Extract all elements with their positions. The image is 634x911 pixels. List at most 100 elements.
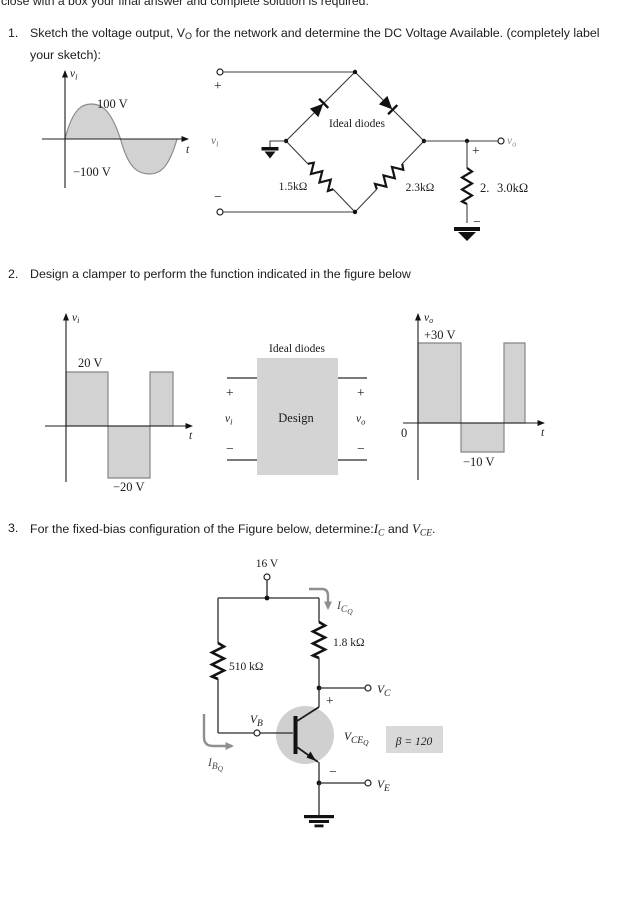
input-plus-sign: + [214,78,222,93]
input-vi-label: vi [211,135,219,149]
q3-vce-sub: CE [419,528,433,539]
node-bottom [352,209,358,215]
axis-label-vo: vo [424,312,433,325]
high-label: 20 V [78,356,102,370]
question-1-text: Sketch the voltage output, VO for the ne… [30,24,600,65]
design-block [257,358,338,475]
icq-label: ICQ [336,600,353,616]
transistor-body [276,706,334,764]
vb-label: VB [250,714,263,729]
vceq-label: VCEQ [344,731,369,747]
question-2: 2. Design a clamper to perform the funct… [8,265,411,284]
resistor-2p3k-icon [373,163,405,190]
input-waveform-shape [65,371,174,479]
diode-left-icon [309,97,330,118]
input-terminal-top [216,68,224,76]
question-1-number: 1. [8,26,19,40]
low-label: −20 V [113,480,144,494]
in-v-label: vi [225,413,233,427]
zero-label: 0 [401,426,407,440]
load-value-label: 3.0kΩ [497,181,528,195]
q3-ic-sub: C [378,528,385,539]
axis-label-t: t [186,144,190,156]
ve-label: VE [377,779,390,794]
rb-label: 510 kΩ [229,661,263,673]
clamper-input-graph: vi t 20 V −20 V [45,312,193,494]
output-vo-label: vo [507,135,516,149]
question-3: 3. For the fixed-bias configuration of t… [8,519,435,544]
r-left-label: 1.5kΩ [279,181,308,193]
design-label: Design [278,411,314,425]
bridge-edge-br-b [354,188,378,213]
q1-text-pre: Sketch the voltage output, V [30,26,185,40]
output-terminal [497,137,505,145]
cutoff-header-text: close with a box your final answer and c… [1,0,369,8]
supply-terminal [263,573,271,581]
out-minus-sign: − [357,441,365,456]
vce-plus-sign: + [326,693,334,708]
beta-label: β = 120 [395,736,433,748]
supply-label: 16 V [256,558,279,570]
emitter-arrow-icon [306,751,316,761]
output-minus-sign: − [473,214,481,229]
axis-label-vi: vi [70,68,78,82]
load-number-label: 2. [480,181,489,195]
out-v-label: vo [356,413,365,427]
ground-icon [304,815,334,828]
resistor-1p5k-icon [307,161,334,193]
q3-ic: I [373,521,379,536]
figure-3: 16 V ICQ 1.8 kΩ 510 kΩ [202,558,443,828]
icq-arrow-icon [309,587,332,610]
ve-terminal [364,779,372,787]
vce-minus-sign: − [329,764,337,779]
q1-vo-subscript: O [185,31,193,41]
ibq-arrow-icon [202,714,234,750]
node-top [352,69,358,75]
q3-vce: V [411,521,420,536]
supply-node [264,595,270,601]
diode-right-icon [378,95,399,116]
axis-label-vi: vi [72,312,79,325]
ground-left-icon [261,140,286,159]
input-minus-sign: − [214,189,222,204]
resistor-load-icon [459,167,475,205]
high-label: +30 V [424,328,455,342]
low-label: −10 V [463,455,494,469]
design-box: Ideal diodes Design + vi − + vo − [225,343,367,475]
output-waveform-shape [417,342,526,453]
question-1-line1: Sketch the voltage output, VO for the ne… [30,24,600,46]
output-plus-sign: + [472,143,480,158]
ideal-diodes-label: Ideal diodes [329,118,385,130]
rc-label: 1.8 kΩ [333,637,365,649]
question-3-number: 3. [8,521,19,535]
vb-terminal [253,729,261,737]
question-2-text: Design a clamper to perform the function… [30,267,411,281]
bridge-edge-bl-a [285,140,309,165]
ground-load-icon [454,227,480,241]
collector-lead [295,706,320,723]
question-3-text: For the fixed-bias configuration of the … [30,519,435,544]
in-minus-sign: − [226,441,234,456]
question-1-line2: your sketch): [30,48,101,62]
q3-text-end: . [432,522,436,536]
resistor-rb-icon [208,641,227,681]
question-2-number: 2. [8,267,19,281]
input-sine-graph: vi t 100 V −100 V [42,68,190,188]
axis-label-t: t [189,430,193,442]
r-right-label: 2.3kΩ [406,182,435,194]
q1-text-post: for the network and determine the DC Vol… [192,26,600,40]
in-plus-sign: + [226,385,234,400]
vc-label: VC [377,684,391,699]
ibq-label: IBQ [207,757,224,773]
trough-label: −100 V [73,165,111,179]
bridge-edge-br-a [401,140,425,165]
q3-text-and: and [384,522,412,536]
peak-label: 100 V [97,97,128,111]
q3-text-pre: For the fixed-bias configuration of the … [30,522,374,536]
axis-label-t: t [541,427,545,439]
figure-1: vi t 100 V −100 V + − vi [42,68,528,241]
fixed-bias-circuit: 16 V ICQ 1.8 kΩ 510 kΩ [202,558,443,828]
input-terminal-bottom [216,208,224,216]
figure-2: vi t 20 V −20 V Ideal diodes Design + vi… [45,312,545,494]
